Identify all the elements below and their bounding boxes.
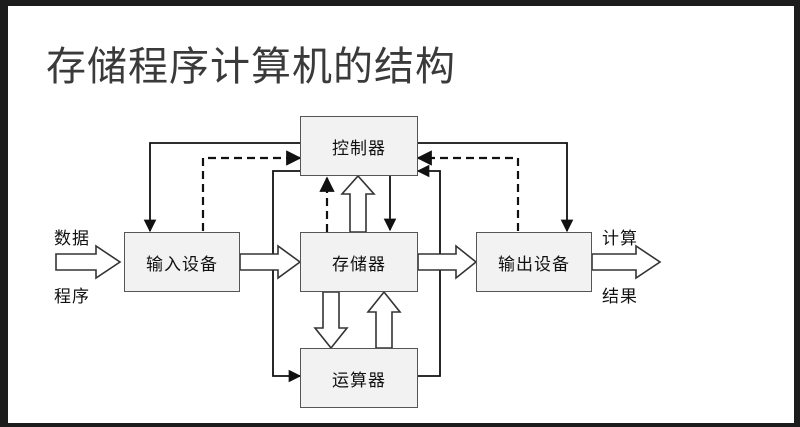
feedback-line-from-input bbox=[201, 150, 302, 231]
input-bottom-label: 程序 bbox=[54, 287, 90, 307]
input-device-box: 输入设备 bbox=[124, 232, 240, 292]
input-top-label: 数据 bbox=[54, 229, 90, 249]
output-top-label: 计算 bbox=[602, 229, 638, 249]
data-arrow-external-output bbox=[591, 244, 662, 280]
output-device-label: 输出设备 bbox=[498, 254, 570, 275]
data-arrow-input-to-memory bbox=[239, 244, 302, 280]
control-line-to-alu bbox=[272, 170, 302, 383]
feedback-line-from-alu bbox=[416, 164, 441, 377]
control-line-to-output bbox=[418, 142, 574, 233]
input-device-label: 输入设备 bbox=[146, 254, 218, 275]
data-arrow-memory-to-alu bbox=[313, 291, 349, 350]
feedback-line-from-output bbox=[416, 150, 520, 231]
controller-label: 控制器 bbox=[332, 138, 386, 159]
slide-title: 存储程序计算机的结构 bbox=[46, 44, 456, 90]
output-device-box: 输出设备 bbox=[476, 232, 592, 292]
controller-box: 控制器 bbox=[300, 116, 418, 176]
slide: 存储程序计算机的结构 bbox=[8, 6, 794, 423]
data-arrow-memory-to-output bbox=[417, 244, 478, 280]
alu-box: 运算器 bbox=[300, 348, 418, 408]
data-arrow-memory-to-controller bbox=[340, 174, 376, 233]
data-arrow-alu-to-memory bbox=[366, 290, 402, 349]
memory-box: 存储器 bbox=[300, 232, 418, 292]
output-bottom-label: 结果 bbox=[602, 287, 638, 307]
memory-label: 存储器 bbox=[332, 254, 386, 275]
data-arrow-external-input bbox=[55, 244, 122, 280]
control-line-to-input bbox=[143, 142, 300, 233]
alu-label: 运算器 bbox=[332, 370, 386, 391]
architecture-diagram bbox=[55, 142, 662, 383]
